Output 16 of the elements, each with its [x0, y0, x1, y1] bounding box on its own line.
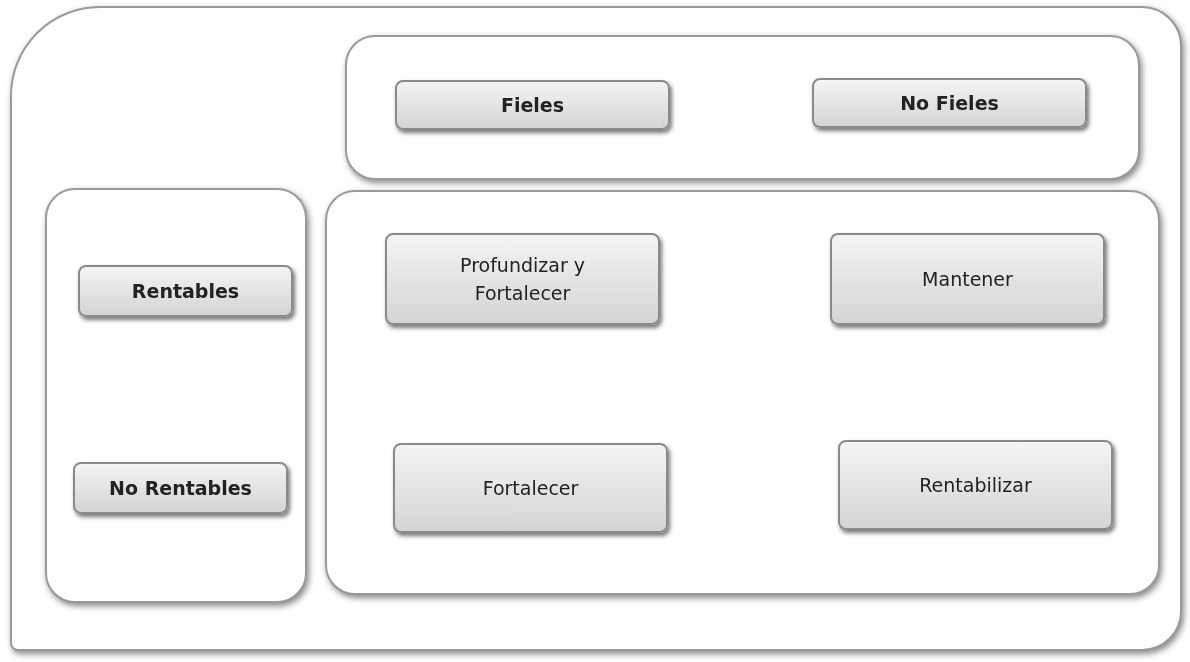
matrix-box [395, 80, 670, 130]
strategy-label: Rentabilizar [918, 472, 1033, 498]
strategy-label: Fortalecer [481, 475, 580, 501]
strategy-label: Mantener [921, 266, 1014, 292]
matrix-box [78, 265, 293, 317]
matrix-box [73, 462, 288, 514]
category-label: No Rentables [108, 476, 253, 501]
matrix-box [830, 233, 1105, 325]
matrix-box [838, 440, 1113, 530]
strategy-label: Profundizar y Fortalecer [459, 252, 586, 306]
category-label: No Fieles [899, 91, 1000, 116]
category-label: Fieles [499, 93, 566, 118]
matrix-box [385, 233, 660, 325]
matrix-box [393, 443, 668, 533]
matrix-box [812, 78, 1087, 128]
category-label: Rentables [130, 279, 241, 304]
